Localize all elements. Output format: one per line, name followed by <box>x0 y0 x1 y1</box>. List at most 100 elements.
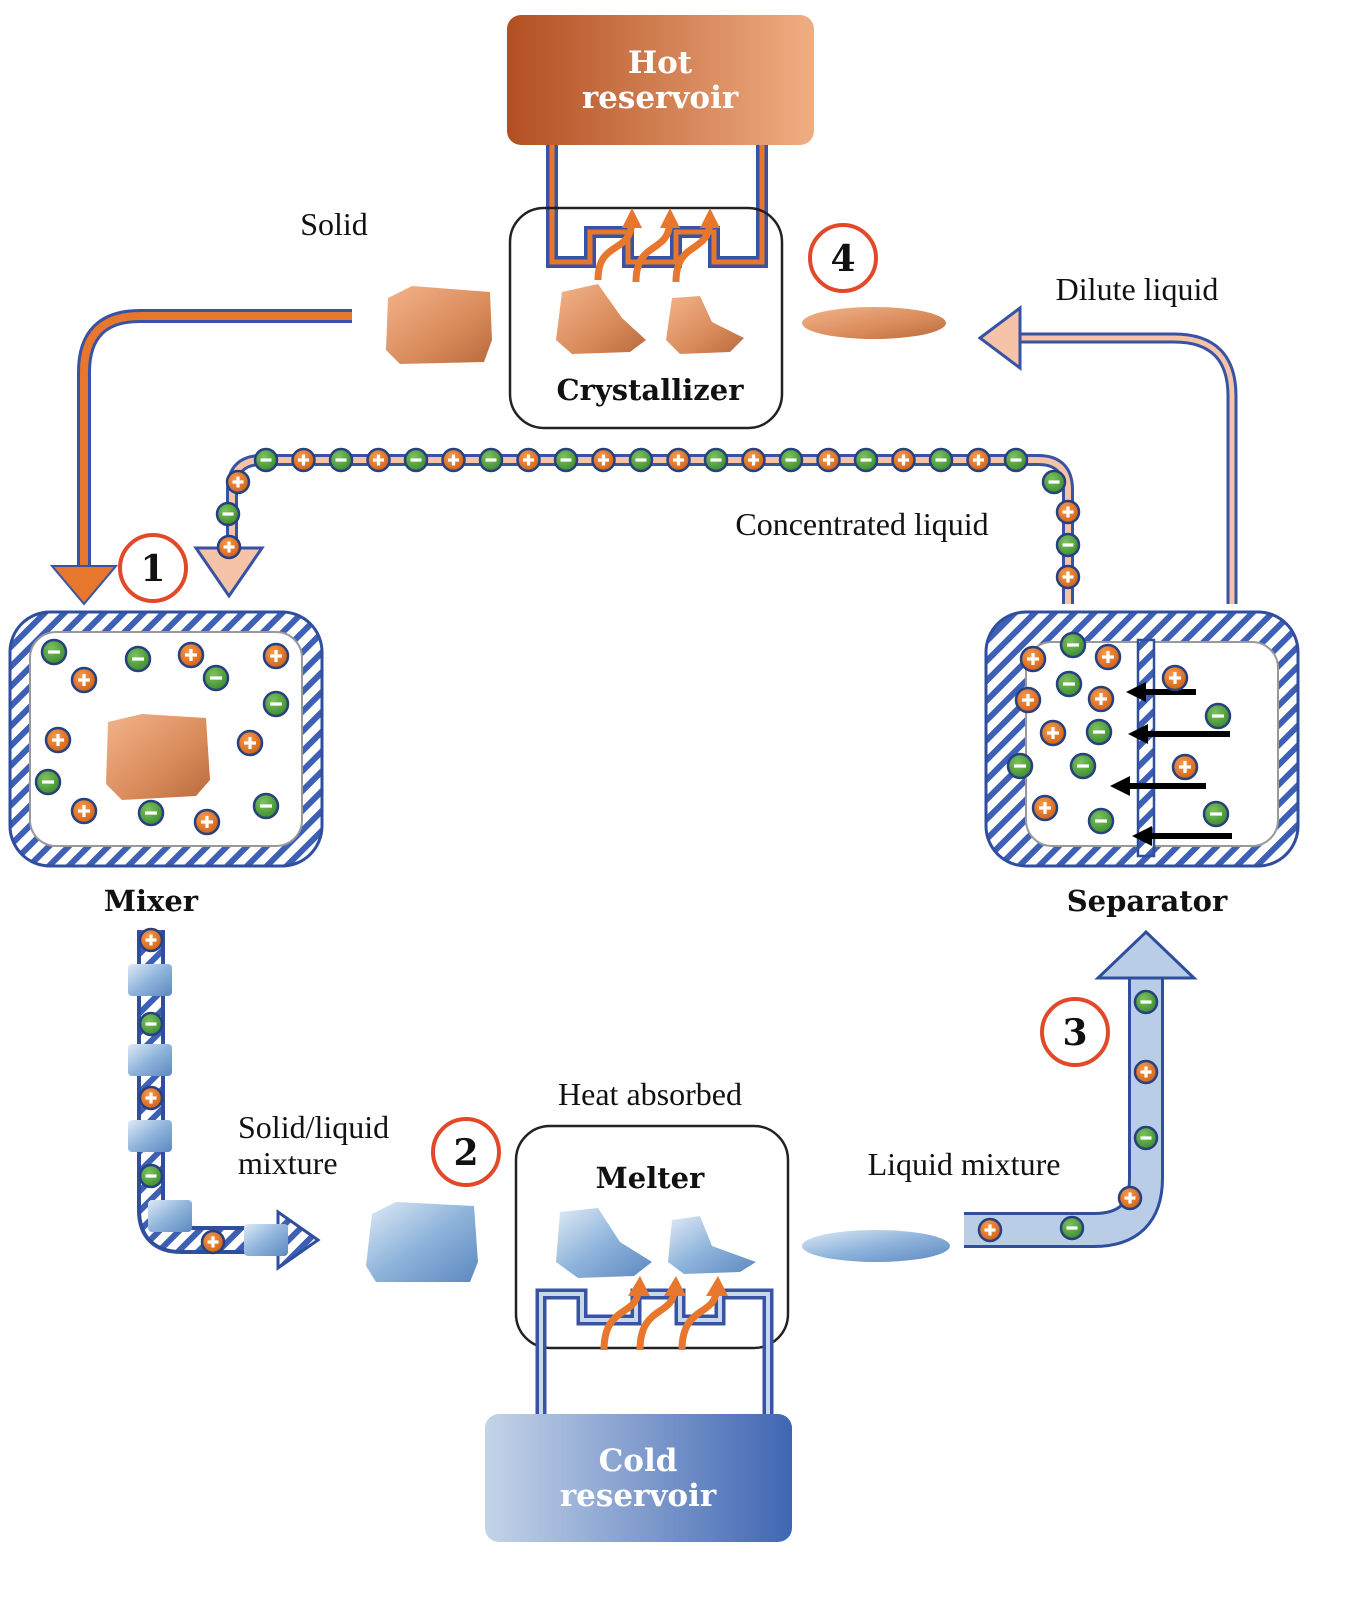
separator-unit: Separator <box>984 610 1300 918</box>
ice-cube <box>366 1202 478 1282</box>
anion-icon <box>1055 532 1081 558</box>
crystallizer-unit: Crystallizer <box>508 206 784 430</box>
anion-icon <box>478 447 504 473</box>
cation-icon <box>1014 686 1042 714</box>
cation-icon <box>1133 1059 1159 1085</box>
step-3-marker: 3 <box>1040 997 1110 1067</box>
cation-icon <box>70 797 98 825</box>
anion-icon <box>1202 800 1230 828</box>
anion-icon <box>1133 989 1159 1015</box>
anion-icon <box>1069 752 1097 780</box>
cation-icon <box>516 447 541 473</box>
cation-icon <box>816 447 841 473</box>
step-2-number: 2 <box>453 1132 478 1174</box>
cation-icon <box>977 1217 1003 1243</box>
heat-release-arrows <box>594 208 720 283</box>
liquid-mixture-ions <box>977 989 1159 1243</box>
anion-icon <box>1055 670 1083 698</box>
cation-icon <box>441 447 466 473</box>
cation-icon <box>741 447 766 473</box>
mixer-label: Mixer <box>104 884 199 918</box>
separator-membrane <box>1136 638 1156 858</box>
step-4-marker: 4 <box>808 223 878 293</box>
cold-reservoir: Cold reservoir <box>485 1414 792 1542</box>
dilute-liquid-label: Dilute liquid <box>1056 271 1219 307</box>
mixer-ions <box>34 638 290 836</box>
dilute-salt-puddle <box>802 307 946 339</box>
step-1-marker: 1 <box>118 533 188 603</box>
ice-block-icon <box>128 1120 172 1152</box>
step-4-number: 4 <box>830 238 855 280</box>
step-2-marker: 2 <box>431 1117 501 1187</box>
anion-icon <box>137 799 165 827</box>
cation-icon <box>200 1229 226 1255</box>
cation-icon <box>966 447 991 473</box>
cation-icon <box>1039 719 1067 747</box>
cation-icon <box>1117 1185 1143 1211</box>
hot-reservoir: Hot reservoir <box>507 15 814 145</box>
solid-salt-cube <box>386 286 492 364</box>
anion-icon <box>703 447 729 473</box>
liquid-mixture-puddle <box>802 1230 950 1262</box>
liquid-mixture-label: Liquid mixture <box>868 1146 1061 1182</box>
heat-absorption-arrows <box>600 1276 728 1351</box>
anion-icon <box>1087 807 1115 835</box>
cation-icon <box>591 447 616 473</box>
cation-icon <box>1094 643 1122 671</box>
anion-icon <box>34 768 62 796</box>
cold-reservoir-label-line2: reservoir <box>560 1478 717 1514</box>
ice-block-icon <box>128 964 172 996</box>
cation-icon <box>666 447 691 473</box>
anion-icon <box>1085 718 1113 746</box>
anion-icon <box>1041 469 1067 495</box>
salt-crystal-small <box>666 296 744 354</box>
anion-icon <box>928 447 954 473</box>
anion-icon <box>1059 1215 1085 1241</box>
melter-label: Melter <box>596 1161 705 1195</box>
concentrated-liquid-ions <box>215 447 1081 590</box>
mixer-unit: Mixer <box>8 610 324 918</box>
cation-icon <box>70 666 98 694</box>
ice-block-icon <box>128 1044 172 1076</box>
anion-icon <box>138 1011 164 1037</box>
anion-icon <box>628 447 654 473</box>
solid-label: Solid <box>300 206 368 242</box>
anion-icon <box>138 1163 164 1189</box>
cation-icon <box>1019 645 1047 673</box>
anion-icon <box>328 447 354 473</box>
cation-icon <box>138 1085 164 1111</box>
anion-icon <box>1006 752 1034 780</box>
cold-heat-exchanger-pipe <box>535 1288 774 1414</box>
melting-ice-large <box>556 1208 652 1278</box>
hot-reservoir-label-line1: Hot <box>628 45 693 81</box>
anion-icon <box>1003 447 1029 473</box>
cation-icon <box>1031 794 1059 822</box>
ion-transport-arrows <box>1110 682 1232 846</box>
anion-icon <box>553 447 579 473</box>
conveyor-items <box>128 927 288 1256</box>
cold-reservoir-label-line1: Cold <box>599 1443 678 1479</box>
anion-icon <box>1059 631 1087 659</box>
separator-label: Separator <box>1067 884 1228 918</box>
step-1-number: 1 <box>140 548 165 590</box>
ice-block-icon <box>244 1224 288 1256</box>
cation-icon <box>1171 753 1199 781</box>
liquid-mixture-arrow <box>964 929 1198 1248</box>
melter-unit: Melter <box>514 1124 790 1350</box>
cation-icon <box>1055 499 1081 525</box>
anion-icon <box>40 638 68 666</box>
salt-crystal-large <box>556 284 646 354</box>
anion-icon <box>253 447 279 473</box>
hot-heat-exchanger-pipe <box>546 145 768 268</box>
ice-block-icon <box>148 1200 192 1232</box>
hot-reservoir-label-line2: reservoir <box>582 80 739 116</box>
dilute-liquid-arrow <box>977 305 1238 604</box>
cation-icon <box>366 447 391 473</box>
anion-icon <box>262 690 290 718</box>
mixer-salt-cube <box>106 714 210 800</box>
cation-icon <box>236 729 264 757</box>
concentrated-liquid-label: Concentrated liquid <box>735 506 988 542</box>
anion-icon <box>252 792 280 820</box>
